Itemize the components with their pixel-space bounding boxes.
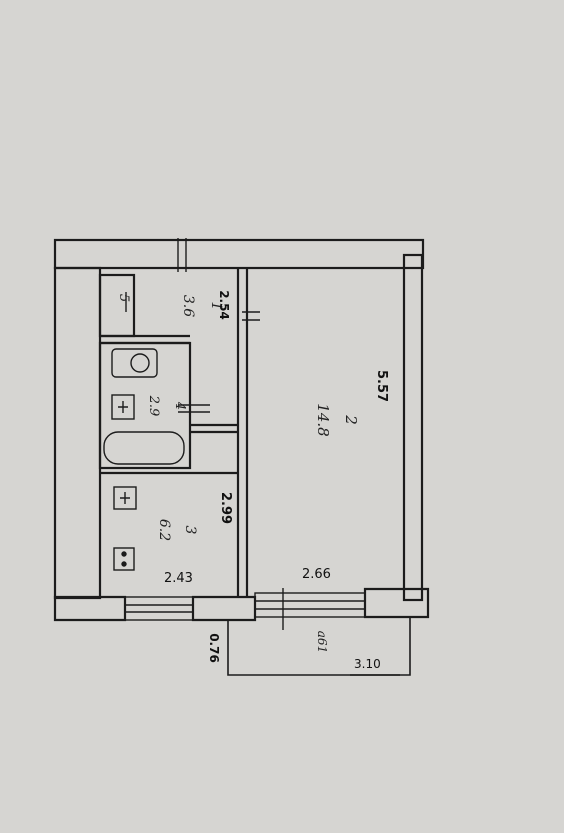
room-3-area: 6.2 [156,519,172,541]
toilet-icon [130,353,150,373]
dim-corridor: 2.54 [217,290,231,320]
windows [124,592,366,621]
wc-icon [111,394,135,420]
balcony-outline [227,617,411,676]
room-window [254,592,366,618]
closet-5 [98,273,136,338]
right-outer-wall [402,253,424,602]
dimension-labels: 5.57 2.66 2.54 2.99 2.43 0.76 3.10 a61 [164,290,389,671]
room-1-area: 3.6 [180,295,196,317]
fixtures [103,348,185,571]
walls [53,238,430,622]
room-2-number: 2 [342,414,360,425]
room-2-area: 14.8 [314,403,332,436]
room-5-number: 5 [116,294,131,302]
dim-balcony-length: 3.10 [354,657,381,671]
room-labels: 1 3.6 2 14.8 3 6.2 4 2.9 5 [116,294,360,541]
dim-kitchen-width: 2.43 [164,571,193,586]
stove-icon [113,486,137,510]
dim-room2-width: 2.66 [302,567,331,582]
balcony [227,617,411,676]
gas-meter-icon [113,547,135,571]
bathtub-icon [103,431,185,465]
room-1-number: 1 [208,302,224,311]
dim-room2-length: 5.57 [374,370,389,402]
balcony-code: a61 [315,631,329,653]
sink-icon [111,348,158,378]
kitchen-window [124,596,194,621]
door-marks [125,238,284,630]
dim-balcony-depth: 0.76 [207,633,221,663]
dim-kitchen-length: 2.99 [218,492,233,524]
room-4-area: 2.9 [146,395,161,417]
room-3-number: 3 [182,526,198,535]
room-4-number: 4 [172,401,187,410]
